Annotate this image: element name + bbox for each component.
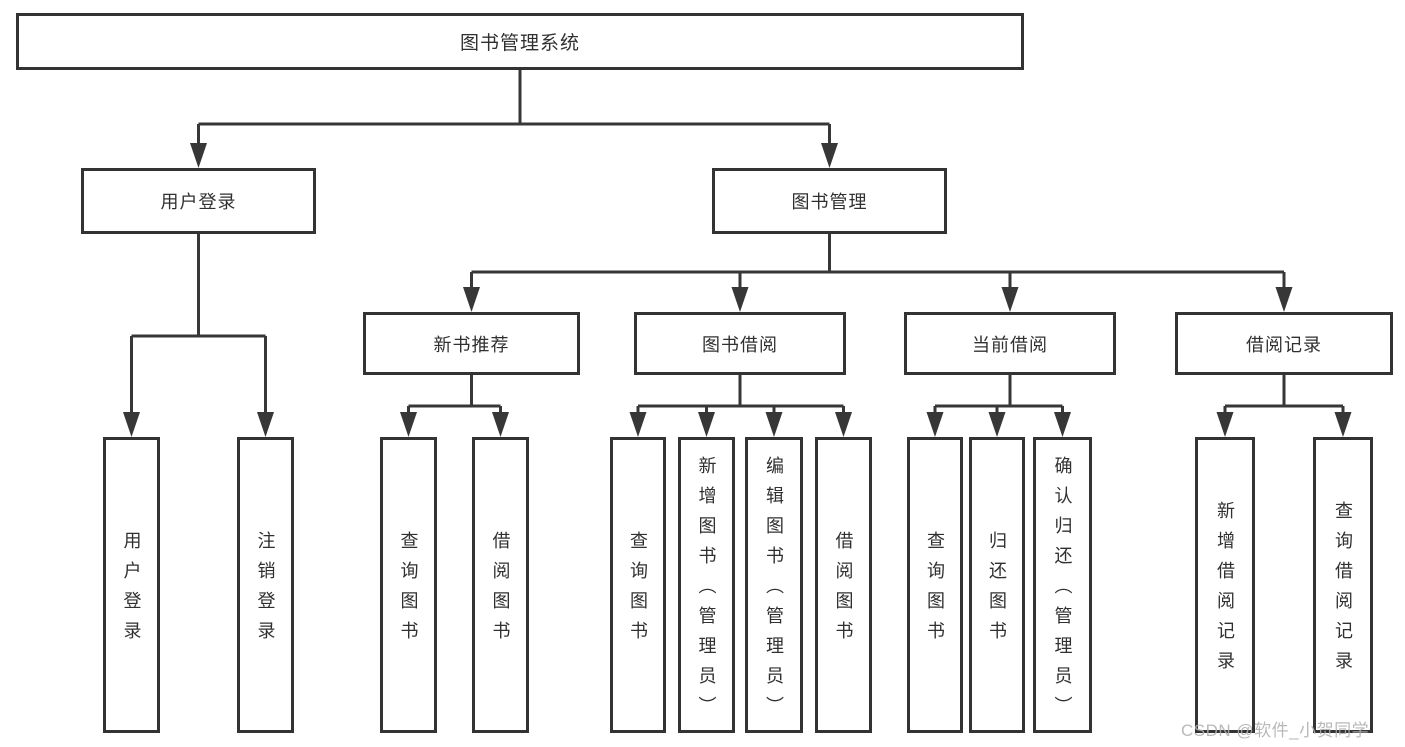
connector-lines <box>130 70 1345 414</box>
leaf-label: 用户登录 <box>121 531 142 651</box>
leaf-label: 查询图书 <box>628 531 648 651</box>
leaf-label: 查询图书 <box>398 531 419 651</box>
arrow-down-icon <box>698 412 715 437</box>
arrow-down-icon <box>731 287 749 312</box>
arrow-down-icon <box>765 412 783 437</box>
arrow-down-icon <box>1216 412 1234 437</box>
leaf-label: 新增图书（管理员） <box>696 456 717 726</box>
node-book-borrow: 图书借阅 <box>634 312 846 375</box>
leaf-label: 注销登录 <box>255 531 276 651</box>
leaf-recommend-borrow-books: 借阅图书 <box>472 437 529 733</box>
node-borrow-records: 借阅记录 <box>1175 312 1393 375</box>
node-new-book-recommend: 新书推荐 <box>363 312 580 375</box>
arrow-down-icon <box>629 412 647 437</box>
connector-userlogin-to-leaves <box>130 234 267 414</box>
leaf-label: 归还图书 <box>987 531 1007 651</box>
arrow-down-icon <box>1275 287 1293 312</box>
connector-bookmgmt-to-level3 <box>470 234 1286 290</box>
arrow-down-icon <box>1001 287 1019 312</box>
node-book-management: 图书管理 <box>712 168 947 234</box>
leaf-borrow-borrow-books: 借阅图书 <box>815 437 872 733</box>
node-user-login: 用户登录 <box>81 168 316 234</box>
leaf-records-add-record: 新增借阅记录 <box>1195 437 1255 733</box>
leaf-label: 编辑图书（管理员） <box>764 456 784 726</box>
arrow-down-icon <box>257 412 274 437</box>
connector-current-to-leaves <box>933 375 1064 414</box>
arrow-down-icon <box>1334 412 1352 437</box>
leaf-current-query-books: 查询图书 <box>907 437 963 733</box>
arrow-down-icon <box>123 412 140 437</box>
arrow-down-icon <box>988 412 1006 437</box>
arrow-down-icon <box>926 412 944 437</box>
node-root-library-system: 图书管理系统 <box>16 13 1024 70</box>
connector-records-to-leaves <box>1223 375 1345 414</box>
csdn-watermark: CSDN @软件_小贺同学 <box>1181 721 1370 740</box>
arrow-down-icon <box>835 412 852 437</box>
arrowheads <box>123 143 1352 437</box>
connector-root-to-level2 <box>197 70 831 145</box>
arrow-down-icon <box>400 412 417 437</box>
arrow-down-icon <box>463 287 480 312</box>
connector-borrow-to-leaves <box>636 375 845 414</box>
arrow-down-icon <box>1054 412 1071 437</box>
connector-recommend-to-leaves <box>407 375 502 414</box>
leaf-borrow-query-books: 查询图书 <box>610 437 666 733</box>
node-current-borrow: 当前借阅 <box>904 312 1116 375</box>
leaf-label: 确认归还（管理员） <box>1052 456 1073 726</box>
leaf-label: 查询图书 <box>925 531 945 651</box>
leaf-label: 借阅图书 <box>490 531 511 651</box>
arrow-down-icon <box>190 143 207 168</box>
leaf-recommend-query-books: 查询图书 <box>380 437 437 733</box>
leaf-label: 新增借阅记录 <box>1215 501 1235 681</box>
leaf-records-query-record: 查询借阅记录 <box>1313 437 1373 733</box>
leaf-borrow-add-books-admin: 新增图书（管理员） <box>678 437 735 733</box>
leaf-user-login: 用户登录 <box>103 437 160 733</box>
leaf-current-confirm-return-admin: 确认归还（管理员） <box>1033 437 1092 733</box>
leaf-logout: 注销登录 <box>237 437 294 733</box>
leaf-label: 借阅图书 <box>833 531 854 651</box>
leaf-borrow-edit-books-admin: 编辑图书（管理员） <box>745 437 803 733</box>
arrow-down-icon <box>821 143 838 168</box>
leaf-current-return-books: 归还图书 <box>969 437 1025 733</box>
leaf-label: 查询借阅记录 <box>1333 501 1353 681</box>
arrow-down-icon <box>492 412 509 437</box>
